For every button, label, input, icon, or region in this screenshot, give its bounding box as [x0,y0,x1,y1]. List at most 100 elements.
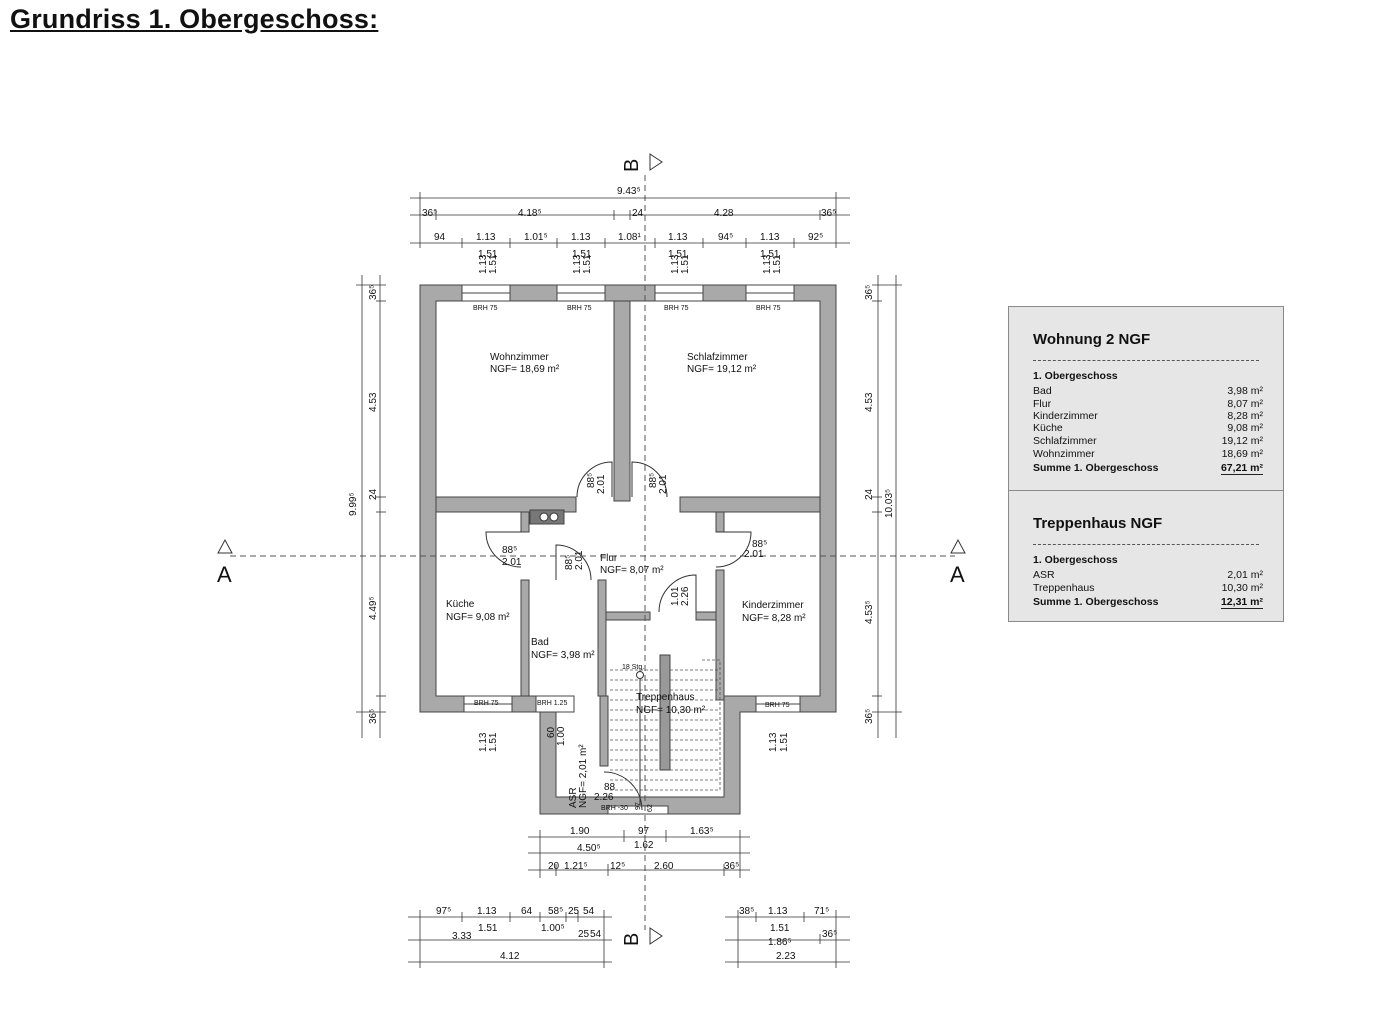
svg-text:BRH 75: BRH 75 [664,305,689,312]
svg-text:BRH 1.25: BRH 1.25 [537,700,567,707]
svg-text:4.18⁵: 4.18⁵ [518,208,542,219]
svg-text:92⁵: 92⁵ [808,232,823,243]
svg-text:1.51: 1.51 [488,732,499,752]
section-b-top: B [621,153,663,172]
svg-text:1.51: 1.51 [478,923,498,934]
svg-text:BRH -30: BRH -30 [601,805,628,812]
chimney-flues [539,512,559,522]
svg-text:71⁵: 71⁵ [814,906,829,917]
svg-text:BRH 75: BRH 75 [473,305,498,312]
room-asr-area: NGF= 2,01 m² [578,744,589,808]
svg-text:97: 97 [635,802,642,810]
svg-text:36⁵: 36⁵ [864,709,875,724]
svg-text:18 Stg.: 18 Stg. [622,664,644,671]
svg-text:38⁵: 38⁵ [739,906,754,917]
svg-text:BRH 75: BRH 75 [756,305,781,312]
svg-text:1.13: 1.13 [571,232,591,243]
svg-text:36⁵: 36⁵ [724,861,739,872]
room-flur-name: Flur [600,553,618,564]
svg-text:1.51: 1.51 [680,254,691,274]
windows [461,284,801,815]
svg-text:1.62: 1.62 [634,840,654,851]
svg-text:88⁵: 88⁵ [648,473,659,488]
svg-text:1.51: 1.51 [760,249,780,260]
svg-text:B: B [621,933,643,946]
svg-text:1.86⁵: 1.86⁵ [768,937,792,948]
svg-text:64: 64 [521,906,533,917]
svg-text:1.00⁵: 1.00⁵ [541,923,565,934]
svg-text:58⁵: 58⁵ [548,906,563,917]
svg-text:94: 94 [434,232,446,243]
svg-text:1.13: 1.13 [768,906,788,917]
svg-text:1.13: 1.13 [762,254,773,274]
dimension-labels: 9.43⁵ 36⁵ 4.18⁵ 24 4.28 36⁵ 94 1.13 1.01… [348,186,895,962]
room-bad-area: NGF= 3,98 m² [531,650,595,661]
svg-text:B: B [621,159,643,172]
section-b-bottom: B [621,927,663,946]
svg-text:97⁵: 97⁵ [436,906,451,917]
room-treppenhaus-area: NGF= 10,30 m² [636,705,706,716]
svg-text:36⁵: 36⁵ [821,208,836,219]
svg-text:1.51: 1.51 [478,249,498,260]
room-kinderzimmer-name: Kinderzimmer [742,600,804,611]
svg-text:1.08¹: 1.08¹ [618,232,641,243]
svg-text:1.51: 1.51 [770,923,790,934]
svg-text:4.53⁵: 4.53⁵ [864,600,875,624]
svg-text:54: 54 [590,929,602,940]
room-kueche-name: Küche [446,599,475,610]
svg-text:88⁵: 88⁵ [586,473,597,488]
svg-text:1.51: 1.51 [582,254,593,274]
svg-text:9.43⁵: 9.43⁵ [617,186,641,197]
svg-text:1.01: 1.01 [670,586,681,606]
svg-text:1.51: 1.51 [779,732,790,752]
svg-text:2.01: 2.01 [744,549,764,560]
svg-text:24: 24 [632,208,644,219]
svg-text:2.26: 2.26 [680,586,691,606]
svg-text:1.13: 1.13 [477,906,497,917]
stair-core [659,654,671,771]
svg-text:2.23: 2.23 [776,951,796,962]
svg-text:94⁵: 94⁵ [718,232,733,243]
svg-text:36⁵: 36⁵ [368,709,379,724]
svg-text:36⁵: 36⁵ [422,208,437,219]
svg-text:4.28: 4.28 [714,208,734,219]
room-kueche-area: NGF= 9,08 m² [446,612,510,623]
room-treppenhaus-name: Treppenhaus [636,692,695,703]
section-a-left: A [217,538,233,587]
svg-text:4.49⁵: 4.49⁵ [368,596,379,620]
svg-text:4.12: 4.12 [500,951,520,962]
room-labels: Wohnzimmer NGF= 18,69 m² Schlafzimmer NG… [446,352,806,808]
room-kinderzimmer-area: NGF= 8,28 m² [742,613,806,624]
svg-text:25: 25 [568,906,580,917]
svg-text:2.26: 2.26 [594,792,614,803]
room-wohnzimmer-name: Wohnzimmer [490,352,549,363]
svg-text:1.13: 1.13 [760,232,780,243]
room-bad-name: Bad [531,637,549,648]
svg-text:1.13: 1.13 [768,732,779,752]
svg-text:4.53: 4.53 [368,392,379,412]
dimension-lines [356,192,902,968]
svg-text:2.01: 2.01 [658,474,669,494]
svg-text:1.13: 1.13 [668,232,688,243]
svg-text:A: A [950,562,965,587]
svg-text:BRH 75: BRH 75 [567,305,592,312]
room-flur-area: NGF= 8,07 m² [600,565,664,576]
svg-text:1.13: 1.13 [572,254,583,274]
room-wohnzimmer-area: NGF= 18,69 m² [490,364,560,375]
section-lines [230,175,955,930]
svg-text:88⁵: 88⁵ [502,545,517,556]
svg-text:1.01⁵: 1.01⁵ [524,232,548,243]
svg-text:4.50⁵: 4.50⁵ [577,843,601,854]
divider-dashed [1033,544,1259,545]
room-schlafzimmer-name: Schlafzimmer [687,352,748,363]
svg-text:BRH 75: BRH 75 [474,700,499,707]
treppenhaus-heading: Treppenhaus NGF [1033,515,1163,532]
svg-text:1.21⁵: 1.21⁵ [564,861,588,872]
svg-text:2.01: 2.01 [596,474,607,494]
